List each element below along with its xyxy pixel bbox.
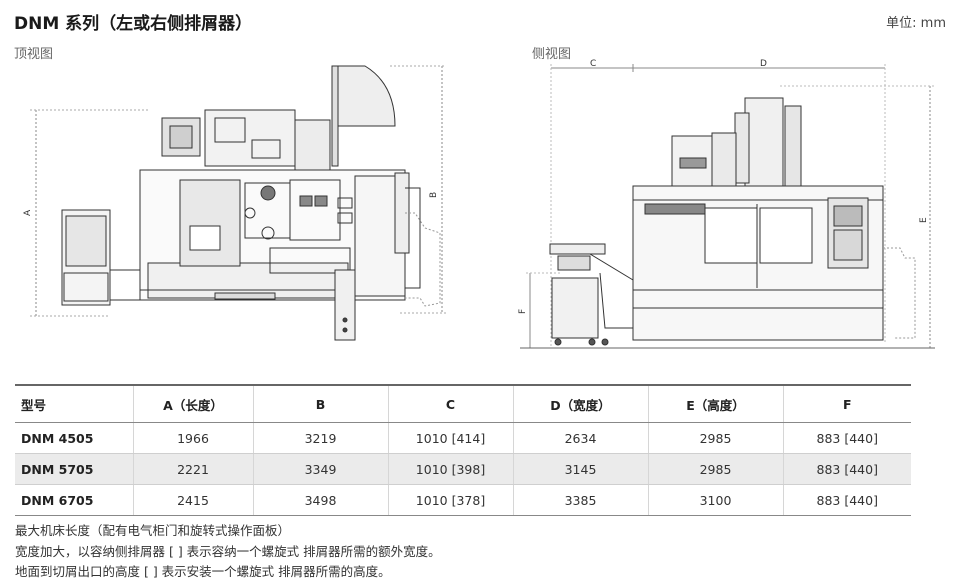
spec-table: 型号 A（长度） B C D（宽度） E（高度） F DNM 4505 1966…: [15, 384, 911, 516]
table-cell: 1010 [398]: [387, 453, 513, 485]
top-view-label: 顶视图: [14, 47, 54, 62]
table-cell: DNM 4505: [15, 422, 133, 454]
table-cell: 1966: [132, 422, 253, 454]
dim-e-label: E: [919, 217, 929, 223]
table-cell: 1010 [414]: [387, 422, 513, 454]
table-cell: 2415: [132, 484, 253, 516]
note-line: 宽度加大，以容纳侧排屑器 [ ] 表示容纳一个螺旋式 排屑器所需的额外宽度。: [15, 544, 441, 559]
dim-c-label: C: [590, 59, 596, 69]
table-header-row: 型号 A（长度） B C D（宽度） E（高度） F: [15, 384, 911, 423]
column-header: D（宽度）: [512, 384, 648, 423]
dim-b-label: B: [429, 192, 439, 198]
table-row: DNM 5705 2221 3349 1010 [398] 3145 2985 …: [15, 453, 911, 485]
table-cell: 883 [440]: [782, 422, 911, 454]
table-cell: 2221: [132, 453, 253, 485]
top-view-drawing: [30, 65, 446, 341]
table-cell: 3498: [252, 484, 388, 516]
note-line: 地面到切屑出口的高度 [ ] 表示安装一个螺旋式 排屑器所需的高度。: [15, 564, 391, 579]
table-row: DNM 4505 1966 3219 1010 [414] 2634 2985 …: [15, 422, 911, 454]
column-header: A（长度）: [132, 384, 253, 423]
side-view-label: 侧视图: [532, 47, 572, 62]
table-cell: 3219: [252, 422, 388, 454]
table-cell: 1010 [378]: [387, 484, 513, 516]
table-cell: 2985: [647, 453, 783, 485]
table-row: DNM 6705 2415 3498 1010 [378] 3385 3100 …: [15, 484, 911, 516]
table-cell: 2985: [647, 422, 783, 454]
dim-d-label: D: [760, 59, 767, 69]
column-header: B: [252, 384, 388, 423]
table-cell: DNM 6705: [15, 484, 133, 516]
dim-f-label: F: [518, 309, 528, 314]
table-cell: DNM 5705: [15, 453, 133, 485]
page-title: DNM 系列（左或右侧排屑器）: [14, 14, 253, 34]
column-header: C: [387, 384, 513, 423]
note-line: 最大机床长度（配有电气柜门和旋转式操作面板）: [15, 523, 291, 538]
table-cell: 3100: [647, 484, 783, 516]
column-header: 型号: [15, 384, 133, 423]
column-header: E（高度）: [647, 384, 783, 423]
dim-a-label: A: [23, 209, 33, 216]
table-cell: 3145: [512, 453, 648, 485]
column-header: F: [782, 384, 911, 423]
table-cell: 2634: [512, 422, 648, 454]
table-cell: 883 [440]: [782, 484, 911, 516]
table-cell: 883 [440]: [782, 453, 911, 485]
table-cell: 3385: [512, 484, 648, 516]
unit-label: 单位: mm: [886, 16, 946, 31]
side-view-drawing: [520, 64, 935, 349]
table-cell: 3349: [252, 453, 388, 485]
machine-drawings: A B: [23, 59, 935, 349]
